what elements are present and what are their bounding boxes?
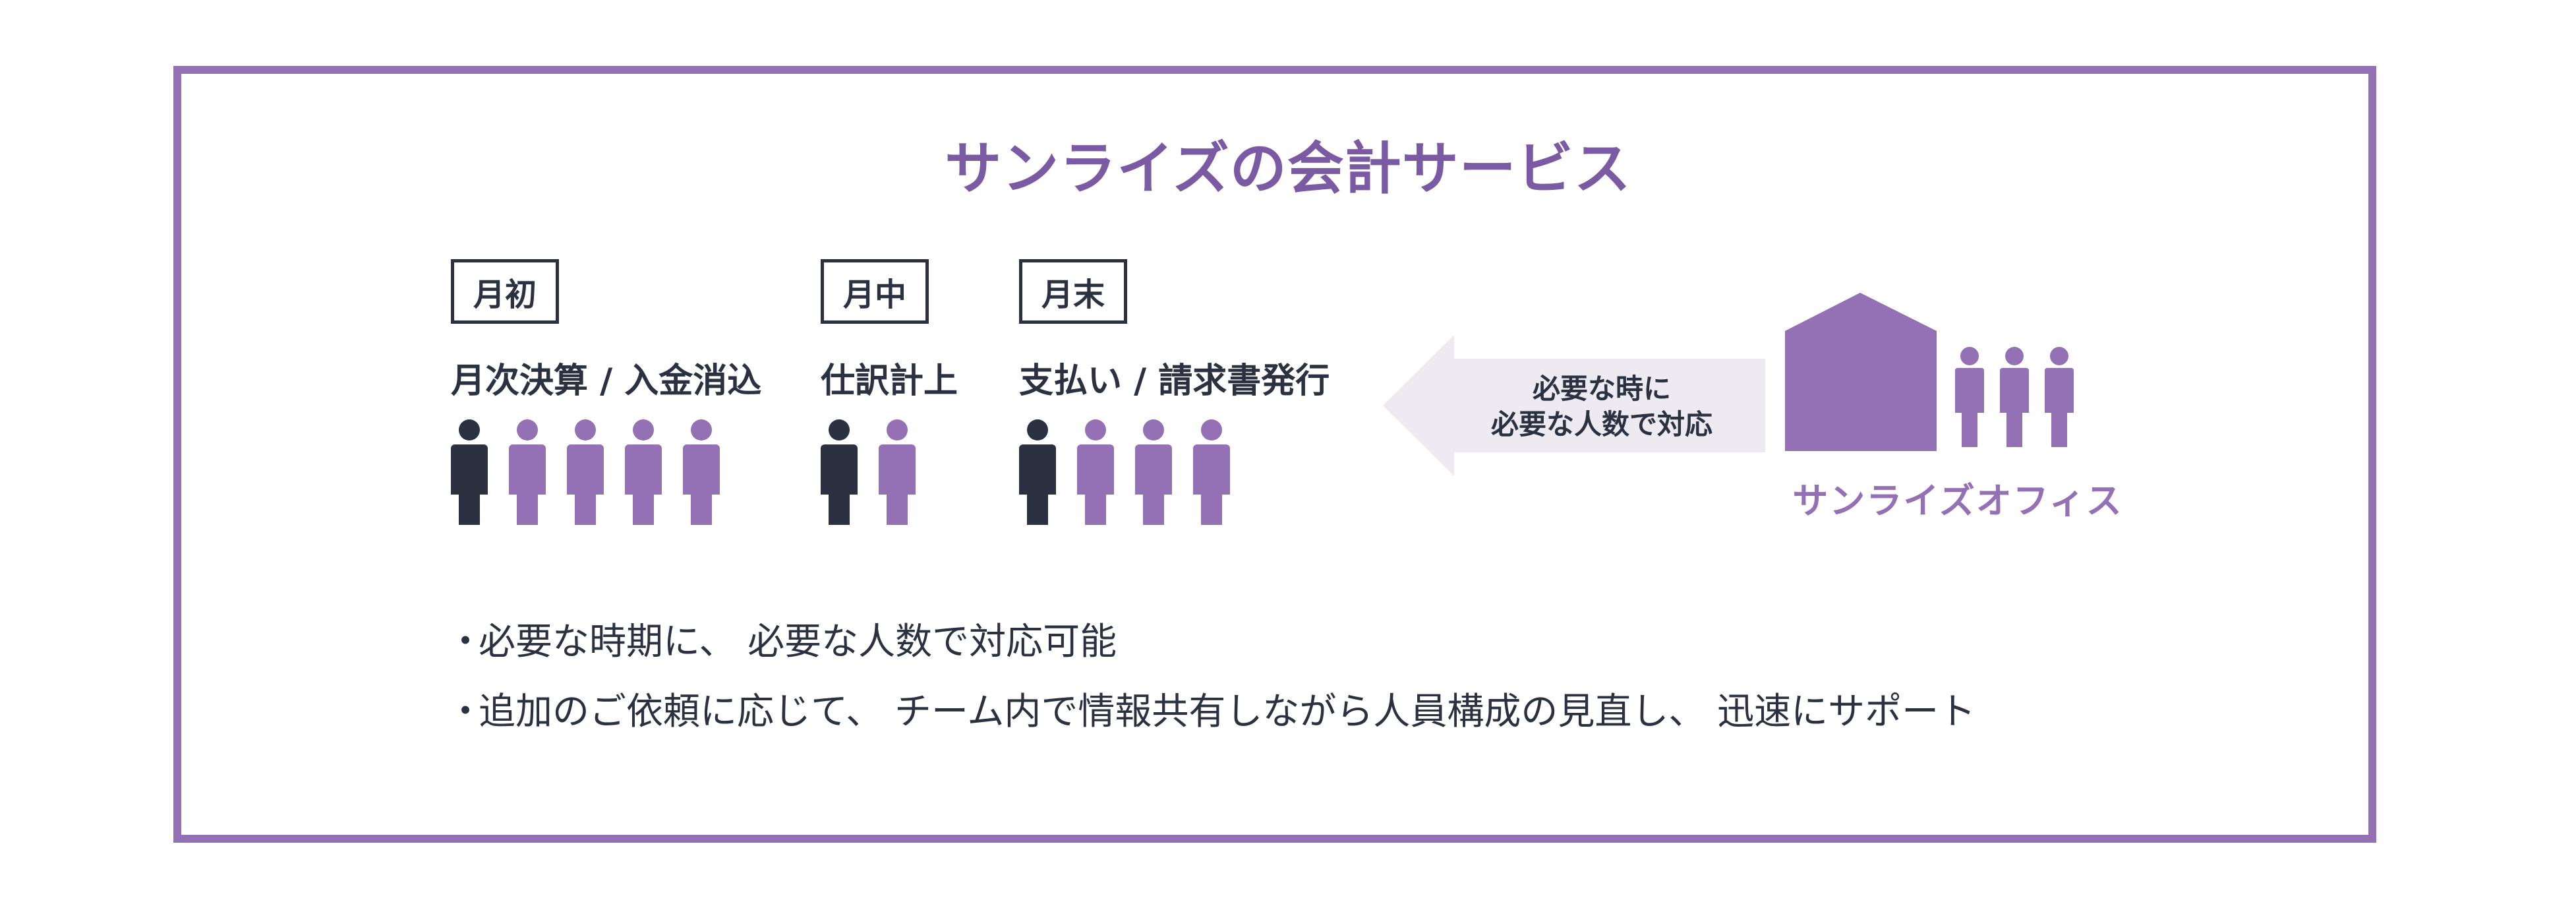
person-icon (1135, 419, 1172, 525)
person-icon (567, 419, 604, 525)
office-label: サンライズオフィス (1792, 480, 2123, 522)
bullet-dot: ・ (447, 621, 484, 663)
bullet-item-2: ・追加のご依頼に応じて、 チーム内で情報共有しながら人員構成の見直し、 迅速にサ… (447, 682, 1976, 735)
person-icon (625, 419, 662, 525)
person-icon (1077, 419, 1114, 525)
task-label-mid-month: 仕訳計上 (821, 361, 958, 401)
tag-mid-month: 月中 (821, 259, 929, 324)
task-label-month-end: 支払い / 請求書発行 (1019, 361, 1330, 401)
person-icon (509, 419, 546, 525)
bullet-dot: ・ (447, 690, 484, 733)
person-icon (1019, 419, 1056, 525)
person-icon (821, 419, 858, 525)
office-staff-icons (1955, 347, 2074, 447)
person-icon (451, 419, 488, 525)
arrow-caption-line2: 必要な人数で対応 (1490, 408, 1712, 440)
person-icon (683, 419, 720, 525)
office-building-icon (1785, 293, 2074, 451)
tag-month-end: 月末 (1019, 259, 1127, 324)
bullet-item-1: ・必要な時期に、 必要な人数で対応可能 (447, 612, 1117, 665)
service-frame (173, 66, 2376, 843)
tag-month-start: 月初 (451, 259, 559, 324)
bullet-text: 追加のご依頼に応じて、 チーム内で情報共有しながら人員構成の見直し、 迅速にサポ… (479, 690, 1976, 733)
task-label-month-start: 月次決算 / 入金消込 (451, 361, 762, 401)
person-icon (1193, 419, 1230, 525)
page-title: サンライズの会計サービス (945, 136, 1631, 202)
arrow-left-icon (1383, 335, 1765, 476)
person-icon (879, 419, 916, 525)
arrow-caption-line1: 必要な時に (1532, 373, 1671, 405)
arrow-caption: 必要な時に 必要な人数で対応 (1457, 371, 1747, 442)
bullet-text: 必要な時期に、 必要な人数で対応可能 (479, 621, 1117, 663)
